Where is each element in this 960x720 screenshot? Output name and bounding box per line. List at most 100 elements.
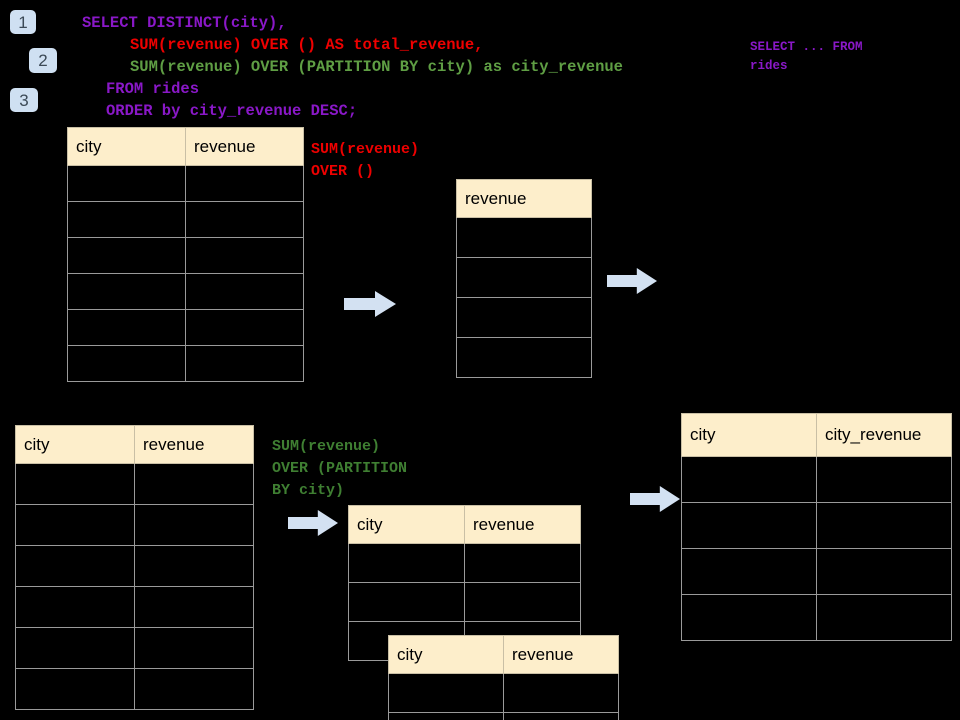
column-header: city: [681, 413, 817, 457]
table-cell: [15, 504, 135, 546]
arrow-right-icon: [607, 268, 657, 294]
arrow-right-icon: [344, 291, 396, 317]
column-header: revenue: [134, 425, 254, 464]
sql-code: SELECT DISTINCT(city), SUM(revenue) OVER …: [82, 12, 623, 122]
column-header: revenue: [464, 505, 581, 544]
table-row: [15, 463, 254, 505]
sql-line-3: SUM(revenue) OVER (PARTITION BY city) as…: [130, 58, 623, 76]
sql-line-4: FROM rides: [106, 80, 200, 98]
table-cell: [816, 594, 952, 641]
table-cell: [388, 712, 504, 720]
table-cell: [348, 543, 465, 583]
table-cell: [15, 545, 135, 587]
column-header: city_revenue: [816, 413, 952, 457]
table-row: [388, 712, 619, 720]
table-cell: [134, 504, 254, 546]
table-cell: [464, 543, 581, 583]
table-cell: [348, 582, 465, 622]
column-header: revenue: [185, 127, 304, 166]
table-row: [388, 673, 619, 713]
table-cell: [503, 712, 619, 720]
table-cell: [456, 217, 592, 258]
table-cell: [15, 586, 135, 628]
table-row: [15, 627, 254, 669]
table-cell: [464, 582, 581, 622]
table-cell: [134, 586, 254, 628]
table-cell: [681, 456, 817, 503]
table-cell: [67, 165, 186, 202]
column-header: city: [348, 505, 465, 544]
table-cell: [134, 668, 254, 710]
table-cell: [185, 309, 304, 346]
table-row: [67, 273, 304, 310]
table-cell: [816, 548, 952, 595]
table-header-row: revenue: [456, 179, 592, 218]
table-row: [456, 337, 592, 378]
table-cell: [681, 594, 817, 641]
table-cell: [185, 345, 304, 382]
table-cell: [816, 456, 952, 503]
table-row: [456, 257, 592, 298]
total-revenue-table: revenue: [456, 179, 592, 378]
column-header: city: [15, 425, 135, 464]
step-badge-2: 2: [29, 48, 57, 73]
table-row: [15, 504, 254, 546]
table-cell: [503, 673, 619, 713]
table-cell: [67, 309, 186, 346]
table-row: [456, 297, 592, 338]
table-cell: [15, 627, 135, 669]
arrow-source-to-partition: [288, 508, 338, 538]
arrow-partition-to-result: [630, 484, 680, 514]
arrow-source-to-total: [344, 289, 396, 319]
table-row: [681, 594, 952, 641]
table-row: [67, 201, 304, 238]
table-cell: [185, 273, 304, 310]
table-cell: [816, 502, 952, 549]
table-cell: [681, 502, 817, 549]
table-row: [15, 668, 254, 710]
table-cell: [456, 297, 592, 338]
step-badge-3: 3: [10, 88, 38, 112]
table-cell: [134, 627, 254, 669]
table-cell: [67, 273, 186, 310]
sum-over-empty-note: SUM(revenue) OVER (): [311, 141, 420, 180]
sql-line-1: SELECT DISTINCT(city),: [82, 14, 287, 32]
column-header: revenue: [503, 635, 619, 674]
table-row: [15, 586, 254, 628]
column-header: city: [388, 635, 504, 674]
table-cell: [681, 548, 817, 595]
table-cell: [456, 337, 592, 378]
table-cell: [67, 345, 186, 382]
table-cell: [67, 201, 186, 238]
table-cell: [388, 673, 504, 713]
table-row: [681, 456, 952, 503]
arrow-right-icon: [630, 486, 680, 512]
table-cell: [67, 237, 186, 274]
table-cell: [15, 463, 135, 505]
table-row: [348, 582, 581, 622]
table-row: [456, 217, 592, 258]
table-cell: [134, 463, 254, 505]
table-cell: [456, 257, 592, 298]
table-row: [348, 543, 581, 583]
table-cell: [185, 165, 304, 202]
sql-line-5: ORDER by city_revenue DESC;: [106, 102, 358, 120]
sum-over-partition-note: SUM(revenue) OVER (PARTITION BY city): [272, 438, 408, 499]
table-row: [67, 165, 304, 202]
column-header: revenue: [456, 179, 592, 218]
table-cell: [185, 237, 304, 274]
select-from-rides-note: SELECT ... FROM rides: [750, 40, 863, 73]
table-cell: [185, 201, 304, 238]
column-header: city: [67, 127, 186, 166]
arrow-total-to-result: [607, 266, 657, 296]
